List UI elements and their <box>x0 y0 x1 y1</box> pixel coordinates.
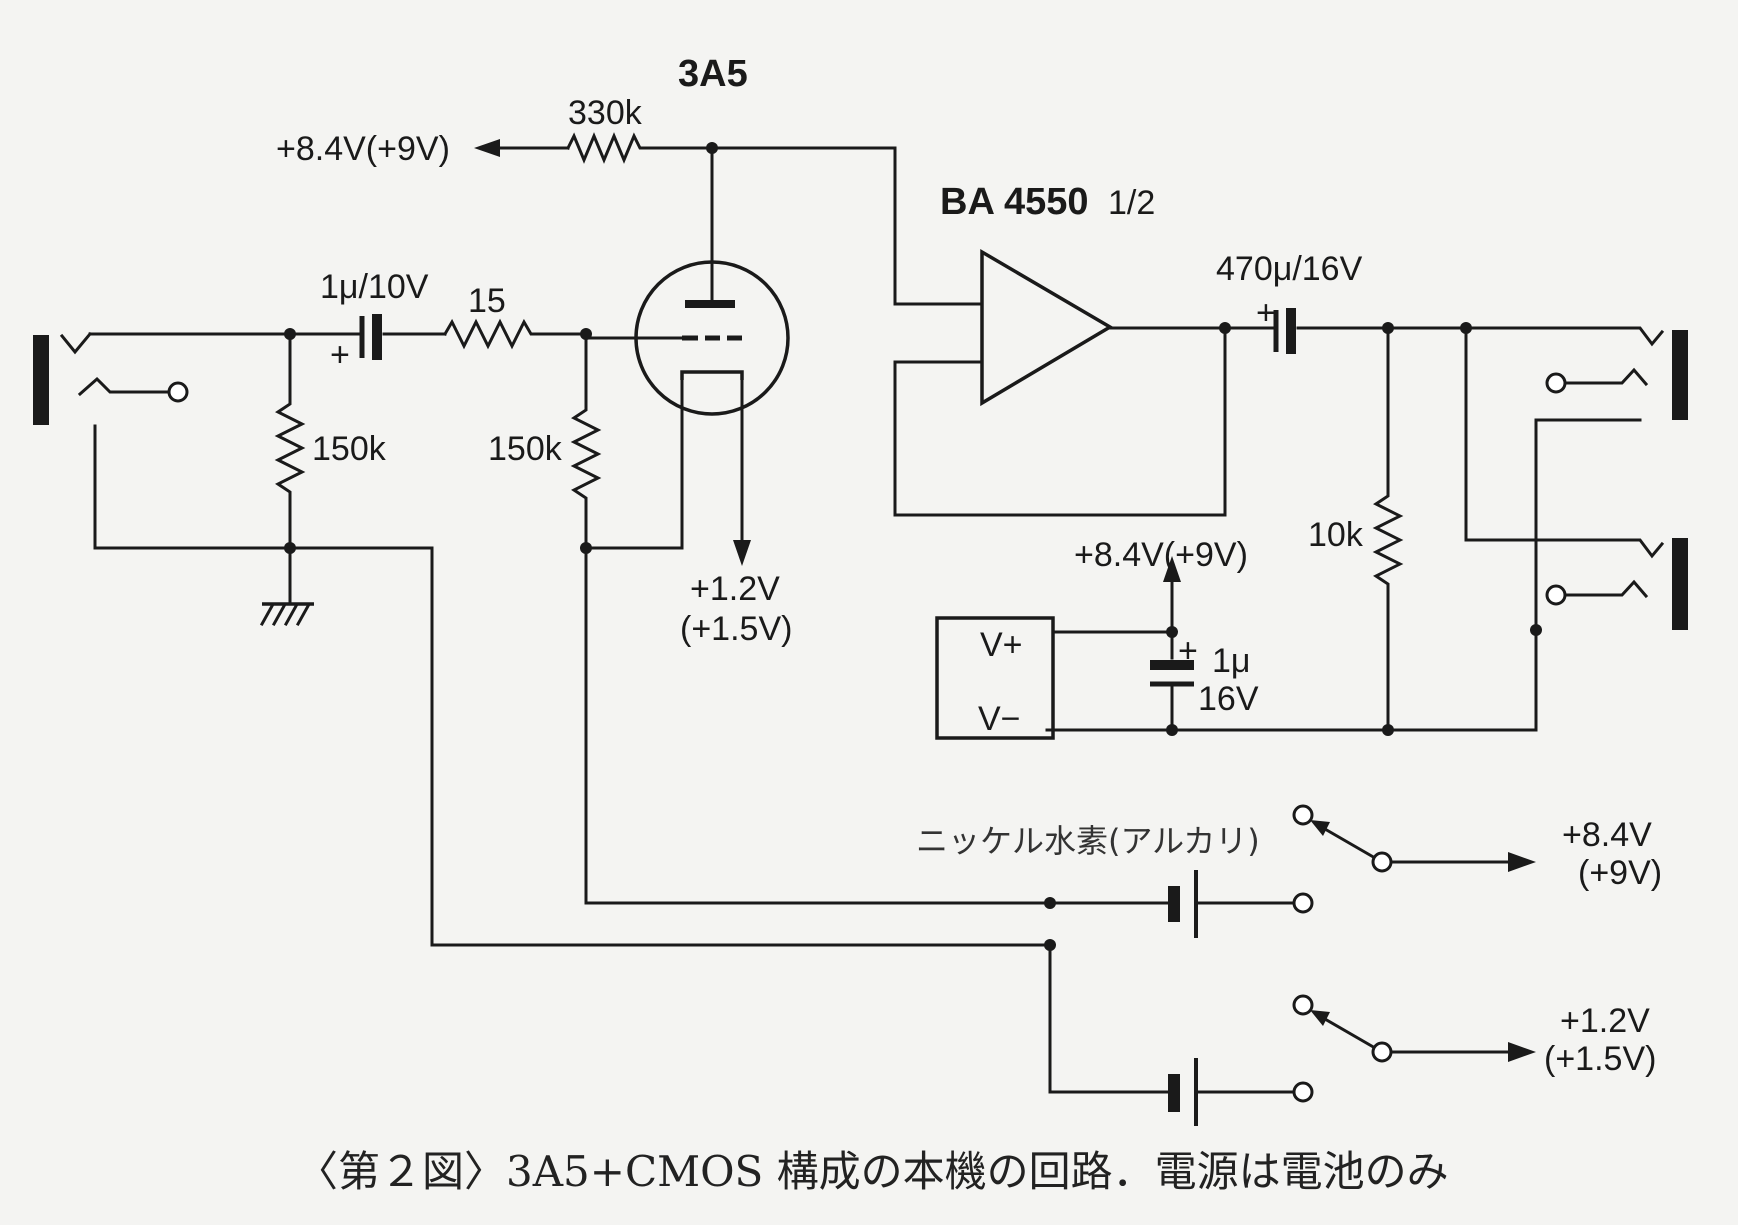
lv-output-label-1: +1.2V <box>1560 1002 1650 1040</box>
bypass-cap-voltage: 16V <box>1198 680 1259 718</box>
input-jack <box>33 331 434 550</box>
battery-high-voltage <box>1048 870 1314 938</box>
battery-link-wire <box>1048 943 1174 1094</box>
selector-switch-high <box>1292 804 1536 873</box>
input-capacitor <box>288 314 447 360</box>
hv-output-label-2: (+9V) <box>1578 854 1662 892</box>
battery-low-voltage <box>1168 1058 1314 1126</box>
input-bias-resistor-label: 150k <box>312 430 387 468</box>
filament-battery-wire <box>584 546 1052 905</box>
grid-resistor-label: 15 <box>468 282 506 320</box>
opamp-unit-label: 1/2 <box>1108 184 1155 222</box>
output-cap-polarity: + <box>1256 294 1276 332</box>
opamp-ba4550 <box>893 248 1274 517</box>
bypass-capacitor <box>1150 660 1194 732</box>
bypass-cap-polarity: + <box>1178 632 1198 670</box>
figure-caption: 〈第２図〉3A5+CMOS 構成の本機の回路．電源は電池のみ <box>296 1147 1449 1196</box>
plate-resistor-330k <box>538 132 714 164</box>
battery-type-label: ニッケル水素(アルカリ) <box>916 822 1260 860</box>
plate-to-opamp-wire <box>710 146 984 306</box>
grid-leak-resistor <box>570 332 602 550</box>
lv-output-label-2: (+1.5V) <box>1544 1040 1656 1078</box>
vplus-wire <box>1051 630 1174 660</box>
ground-return-wire <box>430 546 1052 947</box>
junction-dot <box>1219 322 1231 334</box>
output-ground-wire <box>1045 628 1538 732</box>
grid-leak-resistor-label: 150k <box>488 430 563 468</box>
input-cap-label: 1μ/10V <box>320 268 429 306</box>
filament-negative-wire <box>584 376 684 550</box>
output-jack-2 <box>1464 326 1688 630</box>
vminus-label: V− <box>978 700 1021 738</box>
tube-name-label: 3A5 <box>678 53 748 95</box>
output-cap-label: 470μ/16V <box>1216 250 1363 288</box>
opamp-name-label: BA 4550 <box>940 181 1089 223</box>
selector-switch-low <box>1292 994 1536 1063</box>
output-load-resistor <box>1372 326 1404 732</box>
supply-module-box <box>935 616 1055 740</box>
output-jack-1 <box>1464 326 1688 632</box>
vacuum-tube-3a5 <box>584 146 790 566</box>
vplus-label: V+ <box>980 626 1023 664</box>
supply-arrow-up <box>1163 556 1181 582</box>
bypass-cap-value: 1μ <box>1212 642 1251 680</box>
grid-stopper-resistor <box>442 318 588 350</box>
ground-symbol <box>259 546 314 627</box>
supply-arrow-left <box>474 139 500 157</box>
hv-output-label-1: +8.4V <box>1562 816 1652 854</box>
input-bias-resistor <box>274 332 306 550</box>
output-capacitor <box>1273 308 1468 354</box>
output-load-resistor-label: 10k <box>1308 516 1364 554</box>
plate-resistor-label: 330k <box>568 94 643 132</box>
input-cap-polarity: + <box>330 336 350 374</box>
plate-supply-label: +8.4V(+9V) <box>276 130 450 168</box>
opamp-supply-label: +8.4V(+9V) <box>1074 536 1248 574</box>
filament-supply-label-2: (+1.5V) <box>680 610 792 648</box>
filament-supply-label-1: +1.2V <box>690 570 780 608</box>
